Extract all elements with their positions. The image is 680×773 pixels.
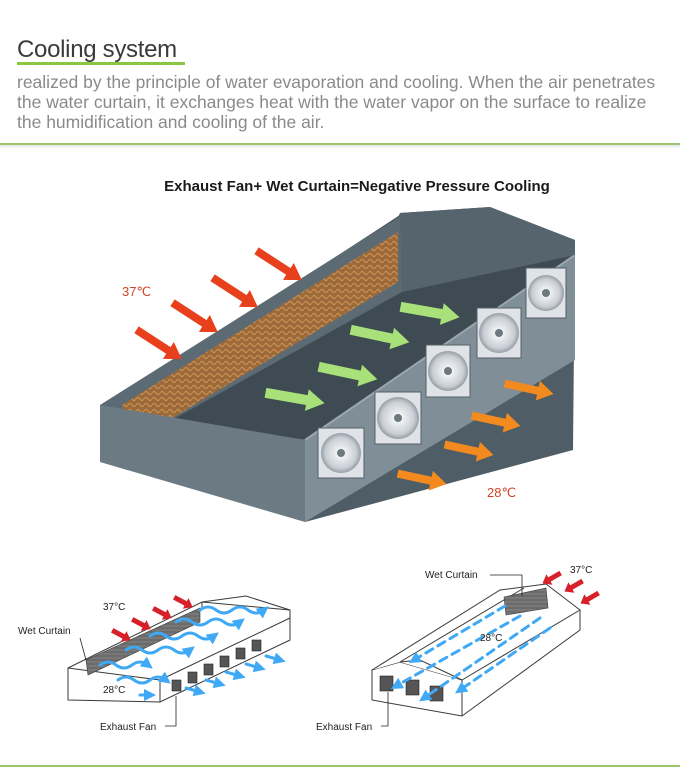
warm-arrow-icon	[396, 469, 447, 491]
cool-arrow-icon	[349, 324, 410, 350]
main-house	[100, 207, 576, 522]
warm-arrow-icon	[470, 411, 521, 433]
left-temp-in: 37°C	[103, 602, 125, 613]
hot-arrow-icon	[170, 299, 218, 333]
right-curtain-leader	[490, 574, 523, 596]
main-temp-out: 28℃	[487, 485, 516, 500]
hot-arrow-icon	[542, 570, 562, 585]
page-title: Cooling system	[17, 36, 177, 63]
hot-arrow-icon	[564, 578, 584, 593]
fan-icon	[379, 675, 394, 692]
cool-arrow-icon	[317, 361, 378, 387]
right-temp-out: 28°C	[480, 633, 502, 644]
warm-air-arrows	[396, 379, 554, 491]
hot-air-arrows	[134, 247, 302, 360]
cool-air-arrows	[264, 301, 460, 411]
hot-arrow-icon	[151, 606, 172, 620]
right-hot-arrows	[542, 570, 600, 605]
divider-bottom	[0, 765, 680, 767]
fan-icon	[476, 307, 522, 359]
main-caption: Exhaust Fan+ Wet Curtain=Negative Pressu…	[164, 178, 550, 195]
hot-arrow-icon	[134, 326, 182, 360]
description-text: realized by the principle of water evapo…	[17, 72, 656, 132]
fan-icon	[525, 267, 567, 319]
right-exhaust-fan-label: Exhaust Fan	[316, 722, 372, 733]
main-temp-in: 37℃	[122, 284, 151, 299]
right-wet-curtain-label: Wet Curtain	[425, 570, 478, 581]
left-exhaust-fans	[171, 639, 262, 692]
hot-arrow-icon	[210, 274, 258, 308]
right-exhaust-fans	[379, 675, 444, 702]
left-temp-out: 28°C	[103, 685, 125, 696]
fan-icon	[171, 679, 182, 692]
fan-icon	[405, 679, 420, 696]
left-wet-curtain-label: Wet Curtain	[18, 626, 71, 637]
fan-icon	[235, 647, 246, 660]
warm-arrow-icon	[503, 379, 554, 401]
main-exhaust-fans	[317, 267, 567, 479]
title-underline	[17, 62, 185, 65]
left-curtain-leader	[79, 637, 87, 661]
right-airflow	[390, 604, 552, 702]
cool-arrow-icon	[399, 301, 460, 325]
left-exhaust-fan-label: Exhaust Fan	[100, 722, 156, 733]
left-wet-curtain	[85, 607, 201, 676]
fan-icon	[187, 671, 198, 684]
cool-arrow-icon	[264, 387, 325, 411]
hot-arrow-icon	[130, 617, 151, 631]
fan-icon	[425, 344, 471, 398]
left-hot-arrows	[110, 595, 193, 642]
divider-top-shadow	[0, 145, 680, 149]
hot-arrow-icon	[110, 628, 131, 642]
right-temp-in: 37°C	[570, 565, 592, 576]
warm-arrow-icon	[443, 440, 494, 462]
divider-top	[0, 143, 680, 145]
hot-arrow-icon	[254, 247, 302, 281]
fan-icon	[251, 639, 262, 652]
right-house	[371, 583, 581, 717]
right-wet-curtain	[503, 587, 549, 616]
hot-arrow-icon	[580, 590, 600, 605]
fan-icon	[219, 655, 230, 668]
fan-icon	[317, 427, 365, 479]
fan-icon	[203, 663, 214, 676]
left-fan-leader	[165, 696, 177, 727]
left-airflow	[98, 605, 286, 701]
right-fan-leader	[381, 692, 389, 727]
hot-arrow-icon	[172, 595, 193, 609]
fan-icon	[374, 391, 422, 445]
